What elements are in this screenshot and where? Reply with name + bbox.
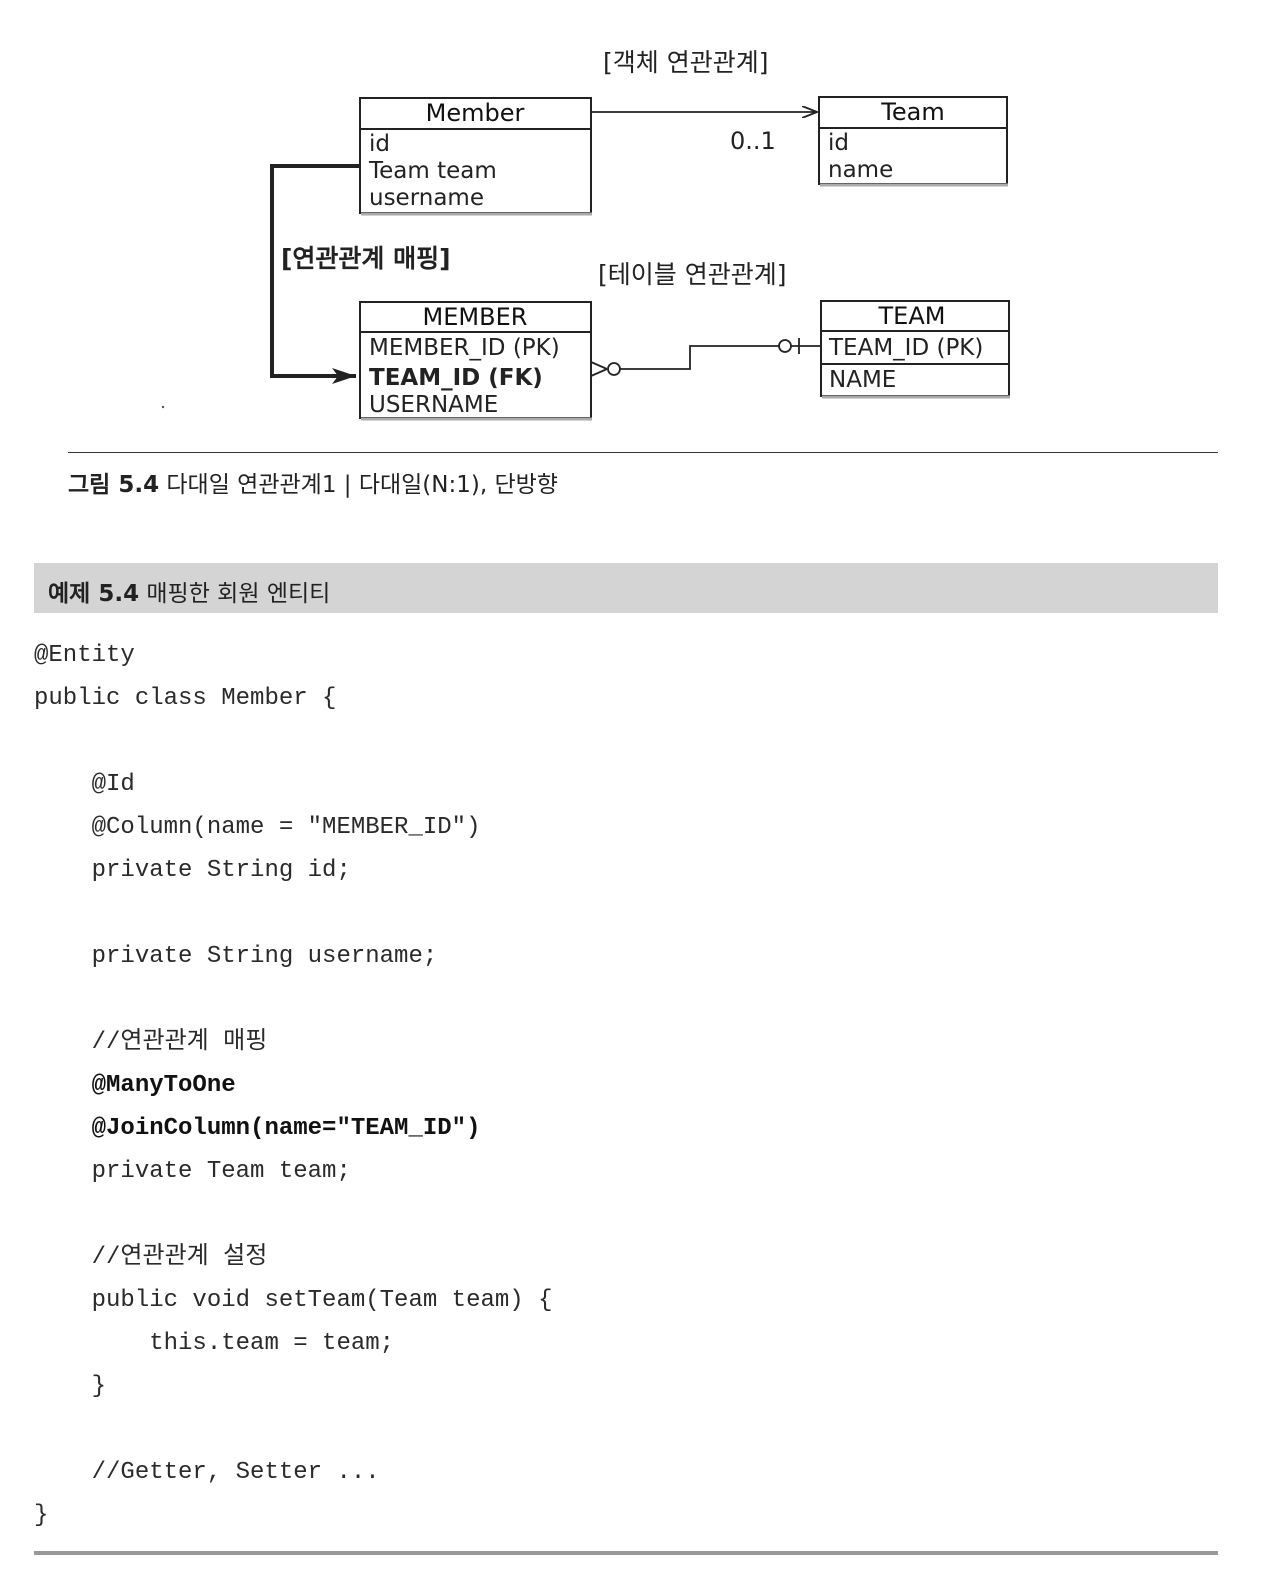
table-relation-line	[590, 338, 821, 377]
code-line: }	[34, 1502, 49, 1529]
example-header: 예제 5.4 매핑한 회원 엔티티	[34, 563, 1218, 613]
figure-caption-text: 다대일 연관관계1 | 다대일(N:1), 단방향	[166, 472, 558, 498]
team-class-box: Team id name	[818, 96, 1008, 187]
team-table-title: TEAM	[878, 302, 946, 330]
code-line: @Column(name = "MEMBER_ID")	[34, 814, 481, 841]
figure-caption: 그림 5.4 다대일 연관관계1 | 다대일(N:1), 단방향	[68, 465, 558, 499]
multiplicity-label: 0..1	[730, 127, 776, 155]
bottom-rule	[34, 1551, 1218, 1555]
member-class-box: Member id Team team username	[359, 97, 592, 216]
team-class-title: Team	[880, 98, 944, 126]
figure-number: 그림 5.4	[68, 472, 160, 498]
code-line: //연관관계 매핑	[34, 1029, 268, 1056]
team-table-field: TEAM_ID (PK)	[828, 335, 983, 361]
member-table-field: TEAM_ID (FK)	[369, 365, 543, 391]
mapping-label: [연관관계 매핑]	[281, 244, 451, 273]
code-line	[34, 892, 1214, 935]
member-class-field: username	[369, 185, 484, 211]
team-table-box: TEAM TEAM_ID (PK) NAME	[820, 300, 1010, 399]
code-line: @Entity	[34, 642, 135, 669]
code-line: //Getter, Setter ...	[34, 1459, 380, 1486]
code-line: this.team = team;	[34, 1330, 395, 1357]
example-number: 예제 5.4	[48, 581, 140, 607]
stray-dot	[161, 405, 165, 409]
code-line: private Team team;	[34, 1158, 351, 1185]
code-line: @ManyToOne	[34, 1072, 236, 1099]
member-table-box: MEMBER MEMBER_ID (PK) TEAM_ID (FK) USERN…	[359, 301, 592, 421]
code-block: @Entity public class Member { @Id @Column…	[34, 634, 1214, 1537]
code-line: public void setTeam(Team team) {	[34, 1287, 553, 1314]
member-table-field: MEMBER_ID (PK)	[369, 335, 560, 361]
code-line	[34, 978, 1214, 1021]
code-line: private String id;	[34, 857, 351, 884]
code-line	[34, 1408, 1214, 1451]
member-class-title: Member	[426, 99, 525, 127]
er-diagram: [객체 연관관계] [연관관계 매핑] [테이블 연관관계] 0..1 Memb…	[161, 48, 1010, 421]
figure-rule	[68, 452, 1218, 453]
example-title: 예제 5.4 매핑한 회원 엔티티	[48, 574, 330, 608]
code-line: @Id	[34, 771, 135, 798]
member-class-field: Team team	[368, 158, 497, 184]
team-class-field: name	[828, 157, 893, 183]
member-table-field: USERNAME	[369, 392, 498, 418]
member-table-title: MEMBER	[423, 303, 528, 331]
team-table-field: NAME	[829, 367, 896, 393]
code-line: @JoinColumn(name="TEAM_ID")	[34, 1115, 481, 1142]
code-line	[34, 720, 1214, 763]
code-line: }	[34, 1373, 107, 1400]
member-class-field: id	[369, 131, 390, 157]
code-line	[34, 1193, 1214, 1236]
table-relation-label: [테이블 연관관계]	[598, 260, 786, 289]
object-relation-label: [객체 연관관계]	[603, 48, 768, 77]
code-line: public class Member {	[34, 685, 337, 712]
code-line: private String username;	[34, 943, 438, 970]
team-class-field: id	[828, 130, 849, 156]
example-title-text: 매핑한 회원 엔티티	[146, 581, 331, 607]
code-line: //연관관계 설정	[34, 1244, 268, 1271]
mapping-arrow	[270, 164, 360, 384]
